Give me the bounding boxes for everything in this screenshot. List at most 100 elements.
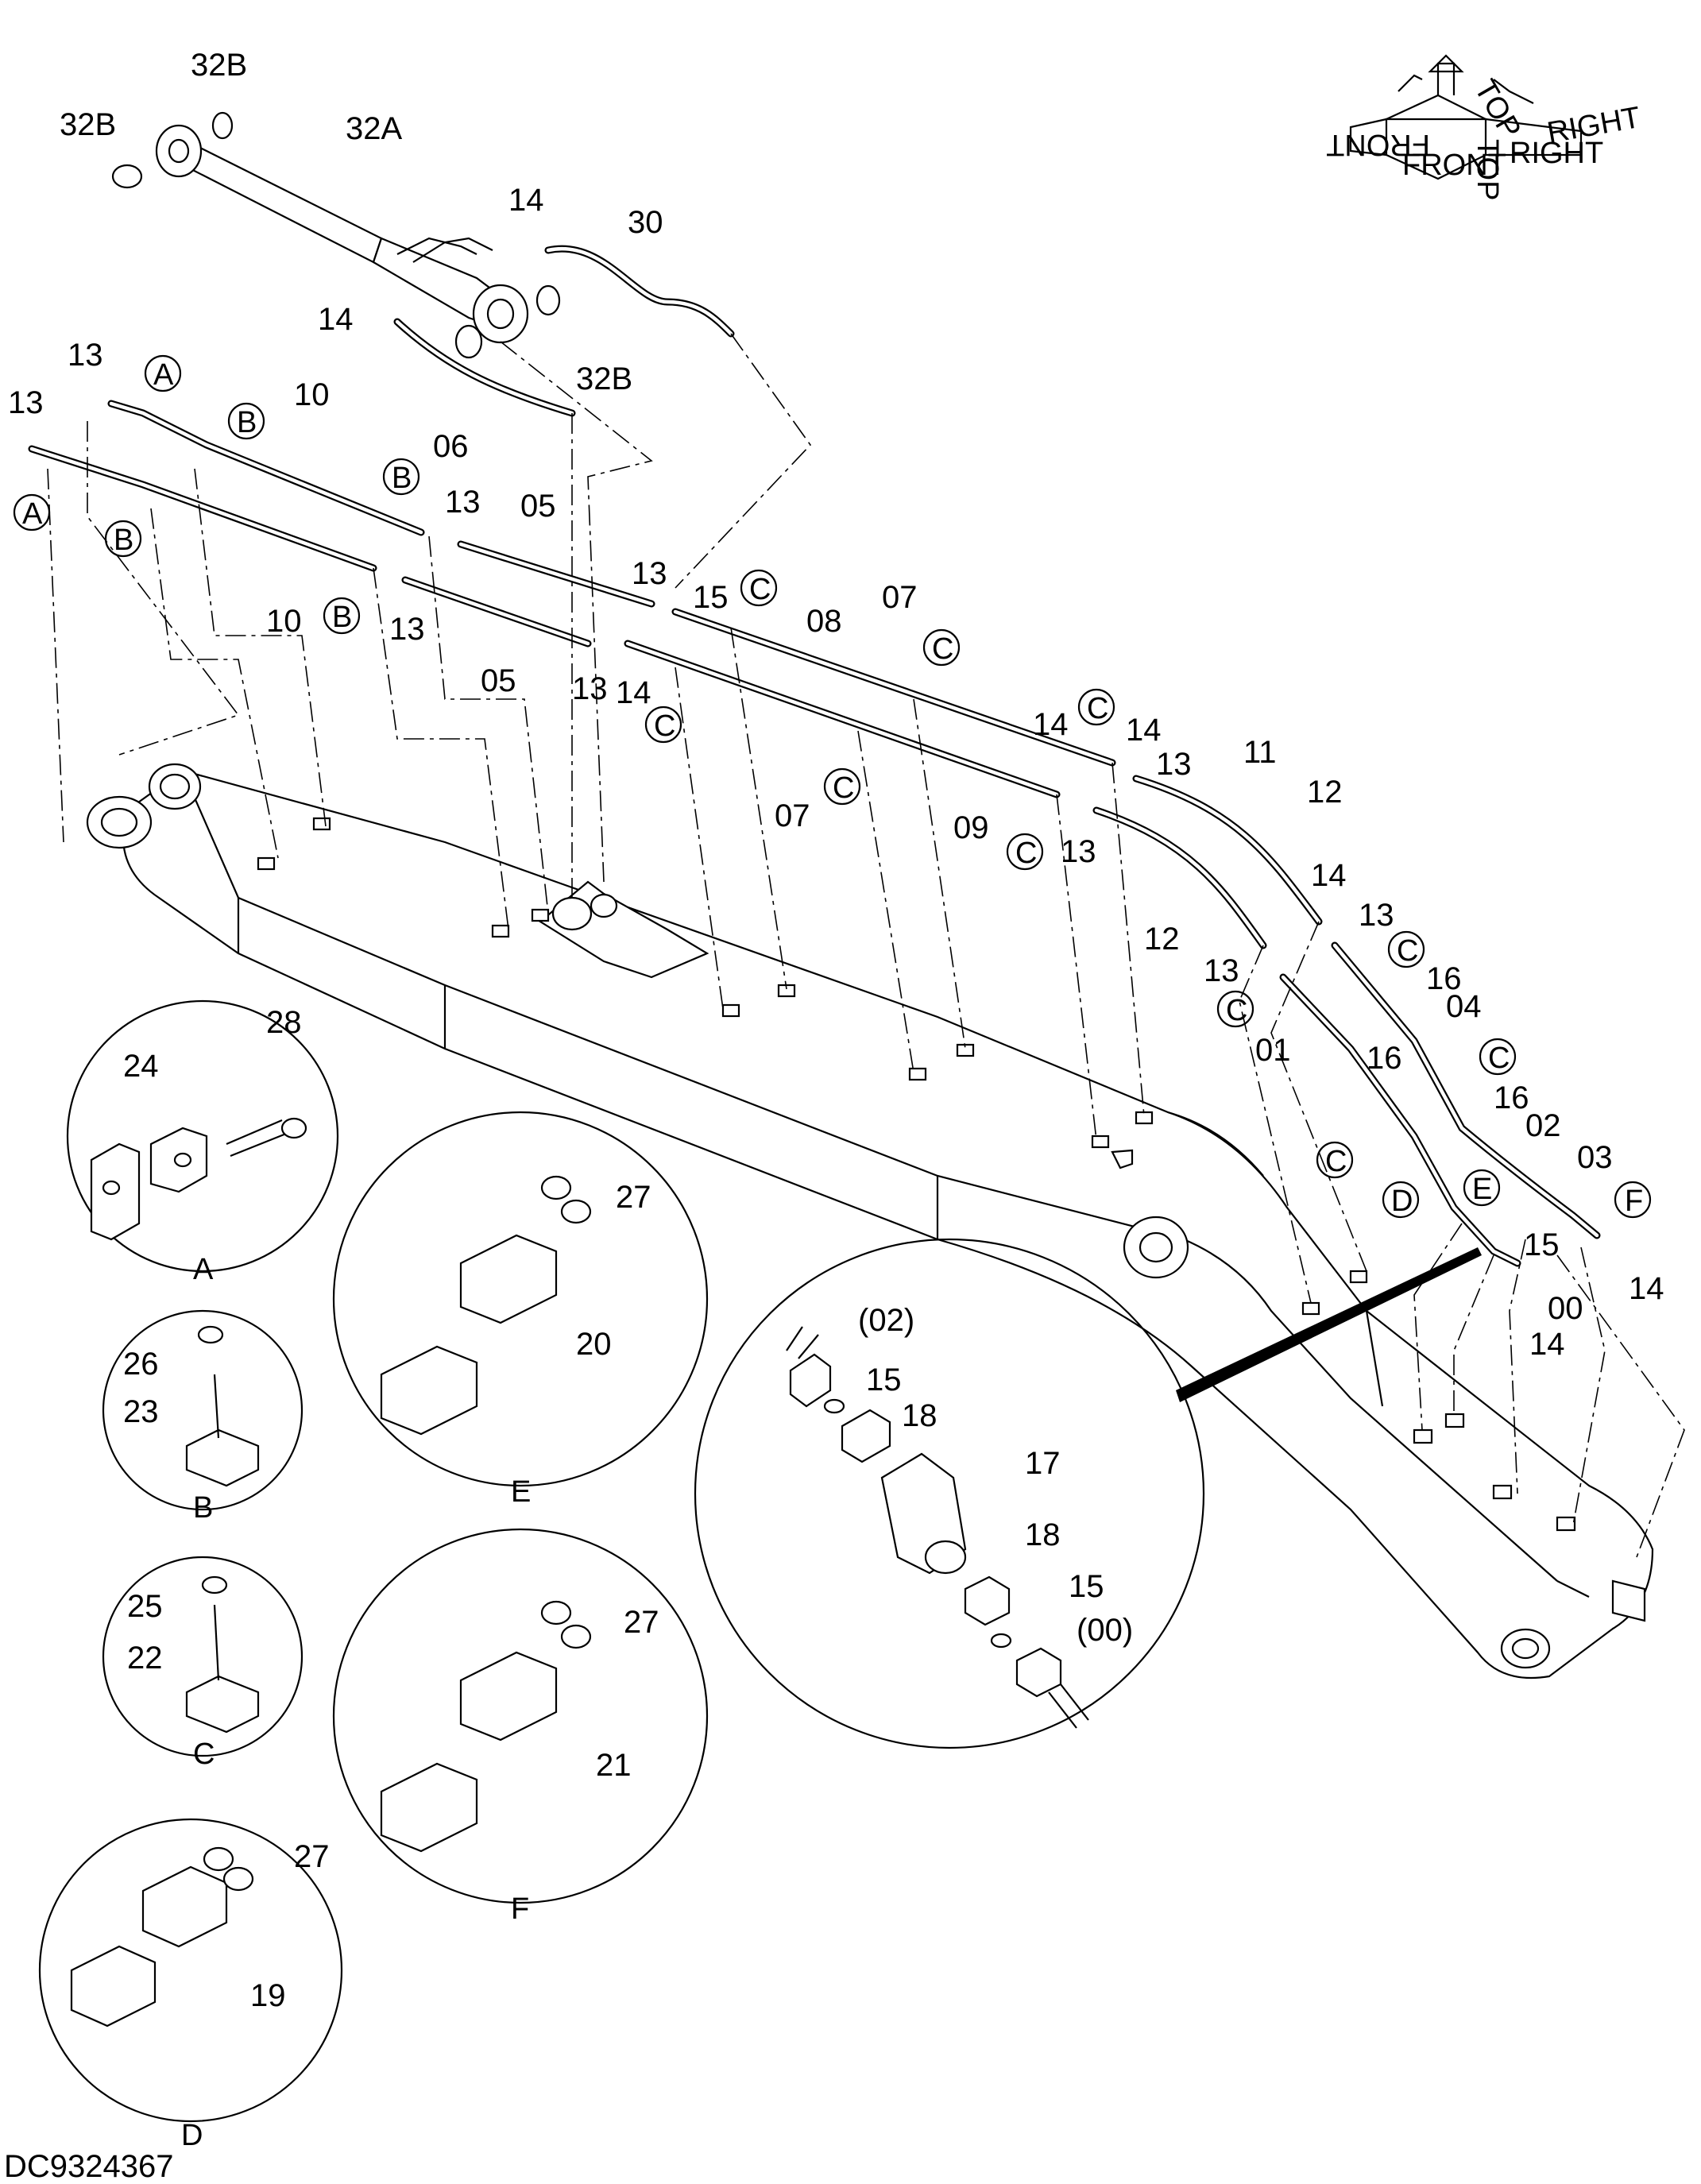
detail-f-part-21: 21	[596, 1748, 632, 1783]
pipe-10-lower	[28, 445, 377, 572]
fitting-part-00: (00)	[1077, 1613, 1133, 1648]
svg-text:C: C	[1015, 837, 1037, 870]
orient-front-mirror-label: FRONT	[1326, 128, 1430, 161]
callout-13-j: 13	[1204, 953, 1239, 988]
fitting-part-17: 17	[1025, 1446, 1061, 1481]
ref-marker-a-lower: A	[13, 493, 51, 532]
detail-a-part-24: 24	[123, 1049, 159, 1084]
ref-markers: A A B B B B C C C C C C C C C C D E F	[13, 354, 1652, 1219]
svg-text:C: C	[1325, 1145, 1347, 1178]
ref-marker-c-2: C	[644, 705, 682, 744]
fitting-part-18-upper: 18	[902, 1398, 937, 1433]
callout-06: 06	[433, 429, 469, 464]
svg-text:A: A	[153, 358, 174, 392]
svg-text:C: C	[932, 632, 953, 666]
detail-b-label: B	[193, 1491, 213, 1525]
detail-b-part-23: 23	[123, 1394, 159, 1429]
svg-text:B: B	[392, 462, 412, 495]
orientation-icon: FRONT RIGHT TOP FRONT RIGHT TOP	[1326, 54, 1643, 200]
callout-14-b: 14	[318, 302, 354, 337]
pipe-05-lower	[401, 576, 592, 647]
orient-top-label: TOP	[1471, 139, 1504, 200]
callout-15-a: 15	[693, 580, 729, 615]
callout-14-a: 14	[508, 183, 544, 218]
svg-text:C: C	[833, 771, 854, 805]
detail-d: 27 19 D	[38, 1818, 343, 2152]
drawing-number: DC9324367	[4, 2149, 174, 2184]
boom-cylinder	[111, 111, 561, 359]
orient-right-label: RIGHT	[1510, 137, 1603, 170]
ref-marker-c-1: C	[740, 569, 778, 607]
ref-marker-c-10: C	[1316, 1141, 1354, 1179]
callout-32B-right: 32B	[576, 361, 632, 396]
svg-text:B: B	[237, 406, 257, 439]
ref-marker-d: D	[1382, 1181, 1420, 1219]
callout-16-b: 16	[1367, 1041, 1402, 1076]
callout-12-upper: 12	[1307, 775, 1343, 810]
svg-text:E: E	[1472, 1173, 1492, 1206]
detail-f-part-27: 27	[624, 1605, 659, 1640]
callout-13-c: 13	[445, 485, 481, 520]
hose-30	[393, 245, 735, 417]
detail-fitting: (02) 15 18 17 18 15 (00)	[694, 1238, 1205, 1749]
detail-a-label: A	[193, 1253, 214, 1286]
callout-12-lower: 12	[1144, 922, 1180, 957]
callout-labels: 32B 32B 32A 14 30 14 32B 06 13 13 10 10 …	[8, 48, 1664, 1362]
ref-marker-b-2: B	[104, 520, 142, 558]
callout-13-a: 13	[68, 338, 103, 373]
detail-c-part-25: 25	[127, 1589, 163, 1624]
detail-a-part-28: 28	[266, 1005, 302, 1040]
svg-text:F: F	[1625, 1185, 1643, 1218]
detail-e-part-27: 27	[616, 1180, 651, 1215]
ref-marker-c-5: C	[1077, 688, 1115, 726]
ref-marker-c-3: C	[922, 628, 961, 667]
callout-14-h: 14	[1629, 1271, 1664, 1306]
callout-14-g: 14	[1529, 1327, 1565, 1362]
detail-leader-cone	[1176, 1247, 1482, 1402]
svg-text:C: C	[1087, 692, 1108, 725]
callout-10-lower: 10	[266, 604, 302, 639]
detail-f: 27 21 F	[332, 1528, 709, 1926]
fitting-part-02: (02)	[858, 1303, 914, 1338]
ref-marker-b-3: B	[382, 458, 420, 496]
detail-d-part-27: 27	[294, 1839, 330, 1874]
detail-f-label: F	[511, 1892, 529, 1926]
callout-14-d: 14	[1033, 707, 1069, 742]
svg-text:B: B	[114, 524, 133, 557]
callout-05-lower: 05	[481, 663, 516, 698]
svg-text:D: D	[1391, 1185, 1413, 1218]
pipe-05-upper	[457, 540, 655, 608]
callout-13-e: 13	[632, 556, 667, 591]
callout-03: 03	[1577, 1140, 1613, 1175]
hose-11-12	[1092, 775, 1323, 949]
fitting-part-18-lower: 18	[1025, 1517, 1061, 1552]
ref-marker-c-4: C	[823, 767, 861, 806]
pipe-10-upper	[107, 400, 425, 536]
callout-00: 00	[1548, 1291, 1583, 1326]
fitting-part-15-lower: 15	[1069, 1569, 1104, 1604]
callout-14-f: 14	[1311, 858, 1347, 893]
detail-b-part-26: 26	[123, 1347, 159, 1382]
callout-32B-top: 32B	[191, 48, 247, 83]
callout-16-a: 16	[1426, 961, 1462, 996]
svg-text:A: A	[22, 497, 43, 531]
svg-text:C: C	[1397, 934, 1418, 968]
callout-13-b: 13	[8, 385, 44, 420]
center-lines	[47, 333, 1685, 1558]
svg-text:C: C	[1226, 994, 1247, 1027]
detail-b: 26 23 B	[102, 1309, 303, 1525]
detail-a: 24 28 A	[66, 999, 339, 1286]
boom-structure	[86, 763, 1654, 1680]
ref-marker-e: E	[1463, 1169, 1501, 1207]
orient-top-mirror-label: TOP	[1467, 75, 1527, 145]
detail-d-label: D	[181, 2119, 203, 2152]
svg-text:C: C	[749, 573, 771, 606]
callout-09: 09	[953, 810, 989, 845]
callout-14-c: 14	[616, 675, 651, 710]
callout-30: 30	[628, 205, 663, 240]
svg-text:C: C	[654, 709, 675, 743]
ref-marker-b-4: B	[323, 597, 361, 635]
callout-13-d: 13	[389, 612, 425, 647]
orient-front-label: FRONT	[1402, 149, 1506, 182]
callout-07-lower: 07	[775, 798, 810, 833]
